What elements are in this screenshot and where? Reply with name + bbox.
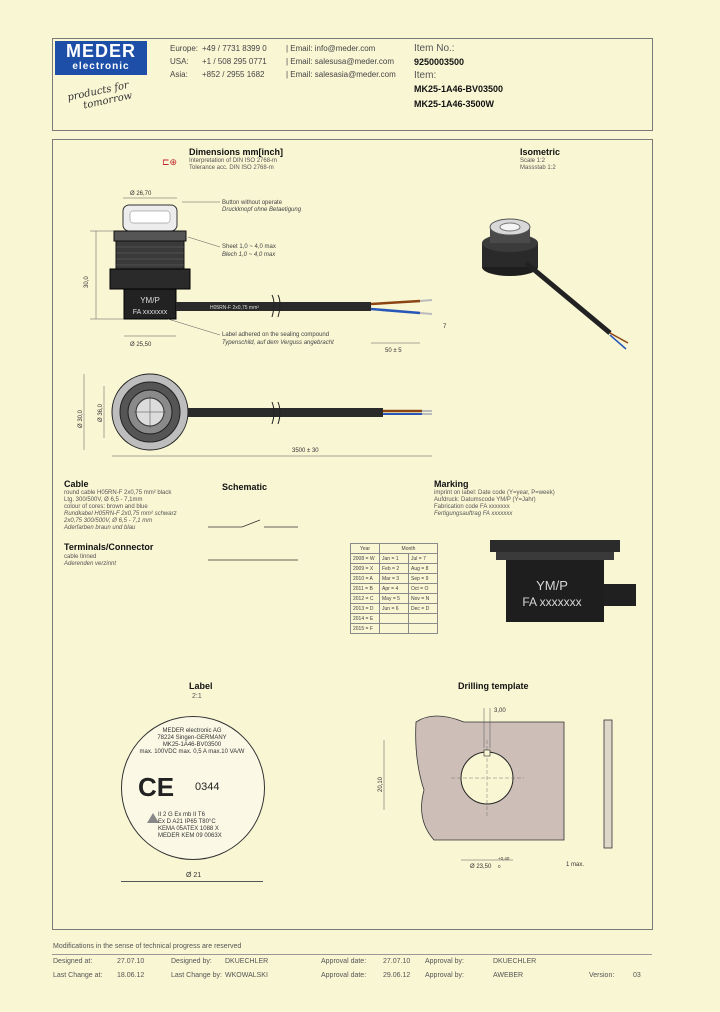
modifications-note: Modifications in the sense of technical …: [53, 943, 242, 950]
drill-tol-minus: 0: [498, 864, 501, 869]
header-frame: [52, 38, 653, 131]
label-dim-line: [121, 881, 263, 882]
top-dia2: Ø 36,0: [98, 403, 104, 422]
marking-housing-bottom: FA xxxxxxx: [522, 595, 581, 609]
isometric-drawing: [482, 218, 629, 350]
drilling-drawing: 3,00 20,10 Ø 23,50 +0,40 0 1 max.: [378, 708, 613, 870]
dimensions-title: Dimensions mm[inch]: [189, 147, 284, 157]
table-row: Year Month: [350, 543, 438, 554]
cable-lines: round cable H05RN-F 2x0,75 mm² black Ltg…: [64, 490, 177, 531]
strip-small: 7: [443, 324, 447, 330]
label-note-2: Typenschild, auf dem Verguss angebracht: [222, 340, 334, 346]
top-view-drawing: Ø 30,0 Ø 36,0 3500 ± 30: [78, 373, 432, 457]
table-row: 2014 = E: [350, 613, 438, 624]
item-no: 9250003500: [414, 57, 465, 67]
contact-emails: | Email: info@meder.com | Email: salesus…: [286, 44, 396, 79]
dimension-notes: Interpretation of DIN ISO 2768-m Toleran…: [189, 158, 278, 171]
footer-rule: [52, 954, 652, 955]
top-dia: Ø 30,0: [78, 409, 84, 428]
contact-phones: +49 / 7731 8399 0 +1 / 508 295 0771 +852…: [202, 44, 267, 79]
strip-len: 50 ± 5: [385, 348, 402, 354]
cable-len: 3500 ± 30: [292, 448, 319, 454]
terminals-lines: cable tinned Aderenden verzinnt: [64, 554, 117, 567]
table-row: 2015 = F: [350, 623, 438, 634]
drawing-frame: [52, 139, 653, 930]
drill-tol-plus: +0,40: [498, 856, 510, 861]
ex-icon: [147, 813, 159, 823]
item-name-1: MK25-1A46-BV03500: [414, 84, 504, 94]
housing-label-top: YM/P: [140, 296, 160, 305]
marking-title: Marking: [434, 479, 469, 489]
item-no-label: Item No.:: [414, 43, 455, 54]
drill-thickness: 1 max.: [566, 862, 584, 868]
marking-housing-drawing: YM/P FA xxxxxxx: [490, 540, 636, 622]
ce-mark: CE: [138, 772, 175, 802]
marking-lines: imprint on label: Date code (Y=year, P=w…: [434, 490, 555, 517]
item-block: Item No.: 9250003500 Item: MK25-1A46-BV0…: [414, 43, 503, 109]
isometric-notes: Scale 1:2 Massstab 1:2: [520, 158, 556, 171]
side-view-drawing: YM/P FA xxxxxxx H05RN-F 2x0,75 mm² Ø 26,…: [84, 191, 447, 354]
label-scale: 2:1: [192, 693, 202, 700]
dia-bottom: Ø 25,50: [130, 342, 152, 348]
button-note-1: Button without operate: [222, 200, 283, 206]
logo-subtext: electronic: [72, 61, 130, 72]
item-label: Item:: [414, 70, 437, 81]
label-circle: [121, 716, 265, 860]
logo-text: MEDER: [65, 41, 136, 61]
schematic-title: Schematic: [222, 482, 268, 492]
label-dia: Ø 21: [186, 872, 202, 879]
sheet-note-2: Blech 1,0 ~ 4,0 max: [222, 252, 276, 258]
drill-dia: Ø 23,50: [470, 864, 492, 870]
meder-logo: MEDER electronic: [55, 41, 147, 75]
item-name-2: MK25-1A46-3500W: [414, 99, 495, 109]
schematic-drawing: [208, 519, 298, 561]
projection-icon: ⊏⊕: [162, 157, 178, 167]
height-dim: 30,0: [84, 276, 90, 288]
drill-h1: 20,10: [378, 776, 384, 792]
sheet-note-1: Sheet 1,0 ~ 4,0 max: [222, 244, 276, 250]
notified-body: 0344: [195, 781, 220, 793]
dia-top: Ø 26,70: [130, 191, 152, 197]
cable-title: Cable: [64, 479, 89, 489]
button-note-2: Druckknopf ohne Betaetigung: [222, 207, 302, 213]
isometric-title: Isometric: [520, 147, 561, 157]
contact-regions: Europe: USA: Asia:: [170, 44, 199, 79]
terminals-title: Terminals/Connector: [64, 542, 154, 552]
marking-housing-top: YM/P: [536, 578, 568, 593]
drilling-title: Drilling template: [458, 681, 529, 691]
label-text: MEDER electronic AG 78224 Singen-GERMANY…: [139, 728, 245, 755]
cable-print: H05RN-F 2x0,75 mm²: [210, 305, 259, 311]
atex-text: II 2 G Ex mb II T6 Ex D A21 IP65 T80°C K…: [158, 812, 222, 839]
label-title: Label: [189, 681, 213, 691]
label-note-1: Label adhered on the sealing compound: [222, 332, 329, 338]
housing-label-bottom: FA xxxxxxx: [133, 309, 168, 316]
drill-w1: 3,00: [494, 708, 506, 714]
